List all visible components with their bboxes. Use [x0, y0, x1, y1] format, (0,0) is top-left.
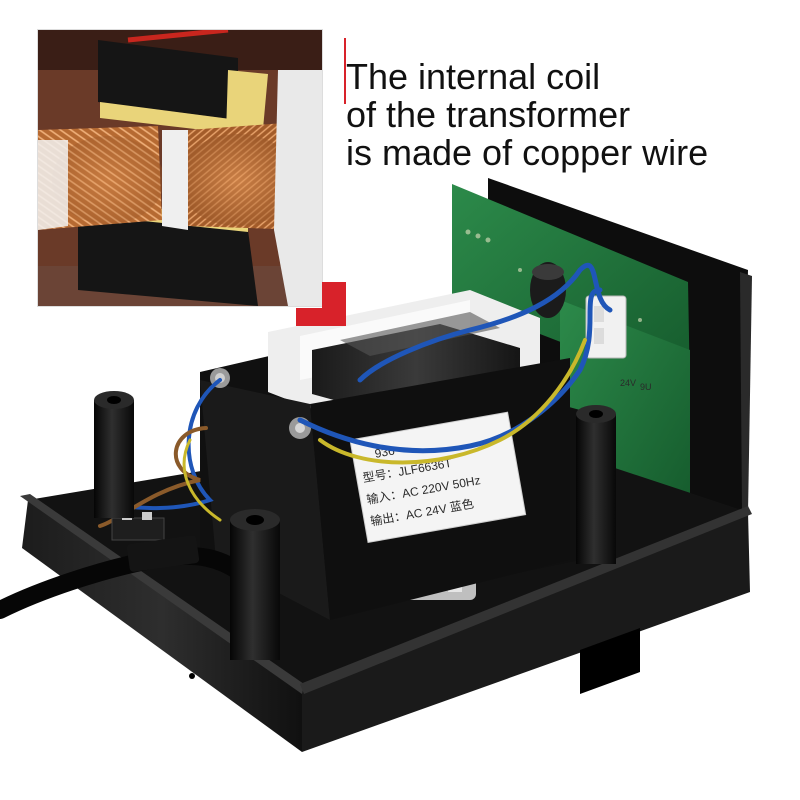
pcb-marking-24v: 24V	[620, 378, 636, 388]
feature-headline: The internal coil of the transformer is …	[346, 58, 800, 172]
headline-line-2: of the transformer	[346, 94, 631, 135]
case-right-wall	[302, 512, 750, 752]
standoff-posts	[94, 391, 616, 660]
headline-line-3: is made of copper wire	[346, 132, 709, 173]
red-corner-accent	[296, 282, 346, 326]
pcb-marking-9u: 9U	[640, 382, 652, 392]
case-front-wall	[22, 500, 302, 752]
headline-line-1: The internal coil	[346, 56, 601, 97]
copper-coil-closeup	[38, 30, 322, 306]
red-divider-line	[344, 38, 346, 104]
terminal-block	[111, 517, 165, 541]
